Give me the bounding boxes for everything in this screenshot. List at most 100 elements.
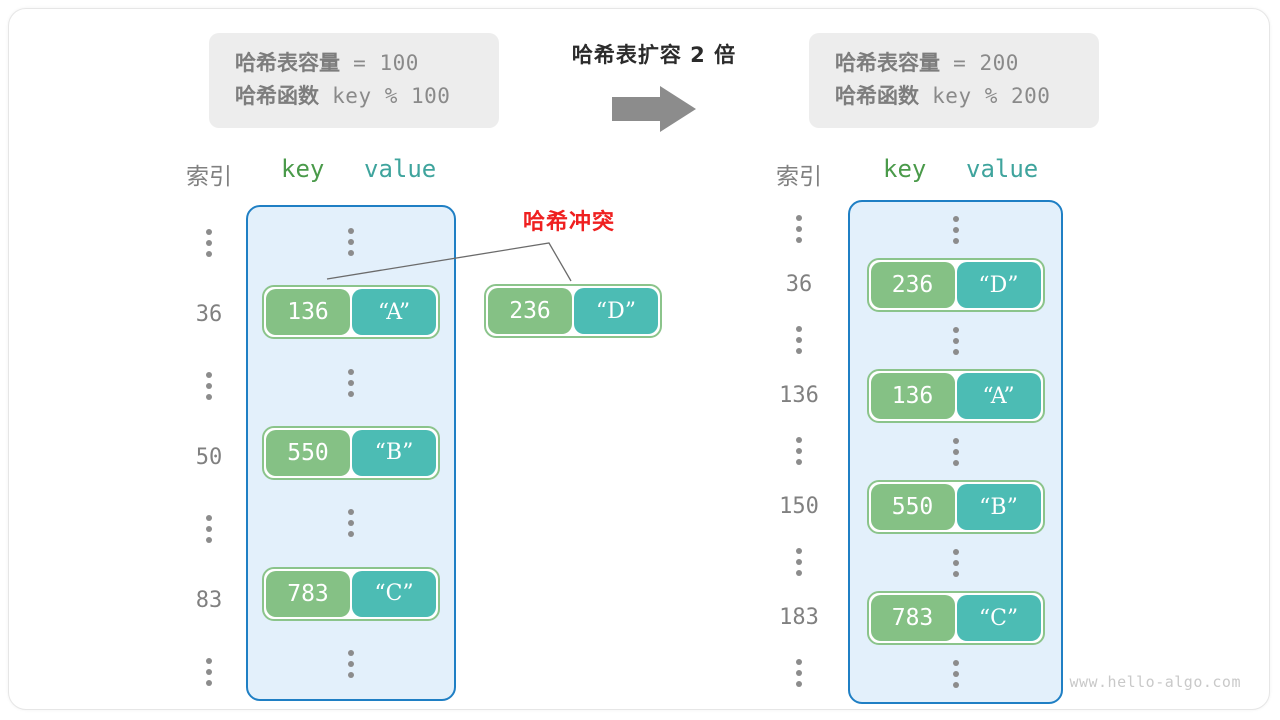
vertical-dots-icon: [952, 215, 959, 244]
entry-pair: 236 “D”: [484, 284, 662, 338]
index-column-left: 36 50 83: [164, 207, 254, 708]
index-ellipsis: [164, 350, 254, 422]
index-value: 136: [779, 382, 819, 408]
table-ellipsis-row: [248, 207, 454, 277]
table-ellipsis-row: [850, 424, 1061, 480]
entry-pair: 783“C”: [262, 566, 440, 621]
table-ellipsis-row: [850, 313, 1061, 369]
entry-value: “A”: [352, 289, 436, 336]
vertical-dots-icon: [952, 326, 959, 355]
index-label: 36: [164, 279, 254, 351]
collision-entry: 236 “D”: [484, 284, 662, 338]
header-key-left: key: [281, 155, 325, 183]
header-index-right: 索引: [776, 164, 822, 190]
table-row: 783“C”: [850, 591, 1061, 647]
vertical-dots-icon: [348, 509, 354, 538]
diagram-frame: 哈希表容量 = 100 哈希函数 key % 100 哈希表扩容 2 倍 哈希表…: [8, 8, 1270, 710]
entry-key: 783: [266, 570, 350, 617]
spec-capacity-line-before: 哈希表容量 = 100: [235, 47, 473, 80]
vertical-dots-icon: [796, 436, 802, 465]
index-ellipsis: [754, 423, 844, 479]
header-index-left: 索引: [186, 164, 232, 190]
index-ellipsis: [754, 534, 844, 590]
vertical-dots-icon: [348, 649, 354, 678]
index-column-right: 36 136 150 183: [754, 201, 844, 701]
table-ellipsis-row: [850, 535, 1061, 591]
entry-value: “C”: [956, 595, 1041, 642]
spec-function-label: 哈希函数: [235, 83, 319, 108]
entry-key: 783: [870, 595, 955, 642]
vertical-dots-icon: [796, 214, 802, 243]
vertical-dots-icon: [952, 659, 959, 688]
spec-function-line-before: 哈希函数 key % 100: [235, 80, 473, 113]
index-ellipsis: [164, 636, 254, 708]
spec-capacity-value: = 100: [353, 51, 419, 75]
entry-value: “B”: [956, 484, 1041, 531]
index-ellipsis: [164, 493, 254, 565]
vertical-dots-icon: [348, 228, 354, 257]
transition-title: 哈希表扩容 2 倍: [571, 43, 737, 67]
header-key-right: key: [883, 155, 927, 183]
spec-function-expr: key % 200: [932, 83, 1051, 108]
table-row: 136“A”: [850, 369, 1061, 425]
entry-pair: 550“B”: [866, 480, 1045, 535]
vertical-dots-icon: [206, 657, 212, 686]
index-label: 50: [164, 422, 254, 494]
entry-key: 236: [870, 262, 955, 309]
vertical-dots-icon: [206, 514, 212, 543]
entry-value: “D”: [956, 262, 1041, 309]
header-value-left: value: [364, 155, 437, 183]
vertical-dots-icon: [206, 371, 212, 400]
entry-value: “D”: [574, 288, 658, 334]
table-row: 550“B”: [850, 480, 1061, 536]
index-value: 150: [779, 493, 819, 519]
table-ellipsis-row: [248, 348, 454, 418]
vertical-dots-icon: [796, 547, 802, 576]
index-value: 36: [785, 271, 813, 297]
table-row: 236“D”: [850, 258, 1061, 314]
index-value: 50: [195, 444, 223, 470]
index-ellipsis: [754, 645, 844, 701]
index-label: 150: [754, 479, 844, 535]
vertical-dots-icon: [796, 325, 802, 354]
collision-annotation: 哈希冲突 236 “D”: [479, 204, 709, 364]
table-ellipsis-row: [248, 488, 454, 558]
entry-key: 236: [488, 288, 572, 334]
vertical-dots-icon: [952, 548, 959, 577]
entry-pair: 550“B”: [262, 425, 440, 480]
table-row: 136“A”: [248, 277, 454, 347]
entry-key: 550: [266, 429, 350, 476]
entry-pair: 236“D”: [866, 258, 1045, 313]
entry-pair: 783“C”: [866, 591, 1045, 646]
index-ellipsis: [754, 201, 844, 257]
spec-capacity-line-after: 哈希表容量 = 200: [835, 47, 1073, 80]
spec-capacity-label: 哈希表容量: [235, 51, 340, 75]
entry-value: “B”: [352, 429, 436, 476]
entry-value: “A”: [956, 373, 1041, 420]
hash-table-before: 136“A” 550“B” 783“C”: [246, 205, 456, 701]
header-value-right: value: [966, 155, 1039, 183]
collision-label: 哈希冲突: [522, 210, 615, 235]
entry-key: 136: [266, 289, 350, 336]
table-ellipsis-row: [248, 629, 454, 699]
vertical-dots-icon: [348, 368, 354, 397]
index-ellipsis: [754, 312, 844, 368]
index-label: 183: [754, 590, 844, 646]
spec-function-label: 哈希函数: [835, 83, 919, 108]
entry-key: 136: [870, 373, 955, 420]
table-row: 550“B”: [248, 418, 454, 488]
spec-function-expr: key % 100: [332, 83, 451, 108]
vertical-dots-icon: [796, 658, 802, 687]
index-ellipsis: [164, 207, 254, 279]
vertical-dots-icon: [952, 437, 959, 466]
entry-pair: 136“A”: [866, 369, 1045, 424]
watermark: www.hello-algo.com: [1069, 673, 1241, 691]
entry-key: 550: [870, 484, 955, 531]
index-label: 83: [164, 565, 254, 637]
hash-table-after: 236“D” 136“A” 550“B” 783“C”: [848, 200, 1063, 704]
index-value: 36: [195, 301, 223, 327]
entry-pair: 136“A”: [262, 285, 440, 340]
entry-value: “C”: [352, 570, 436, 617]
spec-box-before: 哈希表容量 = 100 哈希函数 key % 100: [209, 33, 499, 129]
right-arrow-icon: [612, 86, 696, 132]
